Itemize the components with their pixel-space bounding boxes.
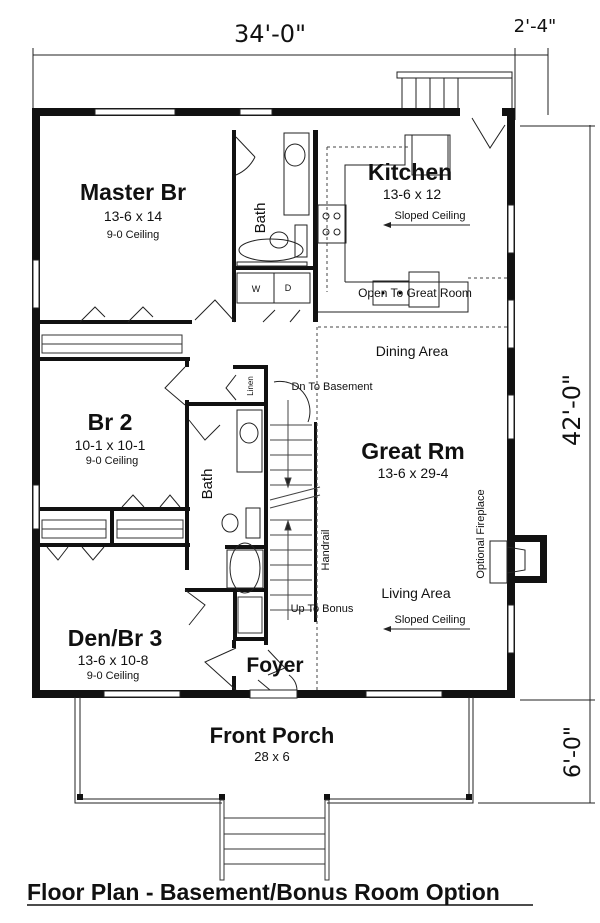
- den-ceiling: 9-0 Ceiling: [87, 670, 140, 682]
- stairs: [269, 400, 321, 620]
- master-br-size: 13-6 x 14: [104, 208, 163, 224]
- den-size: 13-6 x 10-8: [78, 652, 149, 668]
- fireplace-label: Optional Fireplace: [475, 489, 487, 578]
- depth-dimension: 42'-0": [558, 374, 586, 446]
- den-name: Den/Br 3: [68, 625, 163, 651]
- front-steps: [219, 799, 330, 881]
- width-dimension: 34'-0": [234, 20, 306, 48]
- great-rm-name: Great Rm: [361, 438, 465, 464]
- br2-size: 10-1 x 10-1: [75, 437, 146, 453]
- doors: [46, 117, 506, 691]
- closets: [41, 334, 263, 634]
- dining-area-label: Dining Area: [376, 343, 449, 359]
- stairs-up-label: Up To Bonus: [291, 603, 354, 615]
- linen-label: Linen: [246, 376, 255, 396]
- kitchen-name: Kitchen: [368, 159, 452, 185]
- br2-ceiling: 9-0 Ceiling: [86, 455, 139, 467]
- hall-bath-label: Bath: [199, 469, 216, 500]
- interior-walls: [40, 130, 318, 692]
- porch-size: 28 x 6: [254, 749, 289, 764]
- kitchen-note: Sloped Ceiling: [395, 210, 466, 222]
- living-area-label: Living Area: [381, 585, 450, 601]
- master-br-name: Master Br: [80, 179, 186, 205]
- dryer-label: D: [285, 283, 292, 293]
- front-porch: [74, 689, 474, 804]
- master-bath-label: Bath: [252, 203, 269, 234]
- exterior-walls: [32, 108, 547, 698]
- dimension-lines: [32, 48, 595, 804]
- great-rm-size: 13-6 x 29-4: [378, 465, 449, 481]
- handrail-label: Handrail: [320, 530, 332, 571]
- br2-name: Br 2: [88, 409, 133, 435]
- porch-depth-dimension: 6'-0": [561, 726, 586, 778]
- living-note: Sloped Ceiling: [395, 614, 466, 626]
- fixtures: W D: [221, 132, 507, 594]
- porch-name: Front Porch: [210, 723, 335, 748]
- plan-title: Floor Plan - Basement/Bonus Room Option: [27, 879, 500, 905]
- deck-offset-dimension: 2'-4": [514, 16, 557, 37]
- foyer-label: Foyer: [246, 654, 303, 677]
- washer-label: W: [252, 284, 261, 294]
- master-br-ceiling: 9-0 Ceiling: [107, 229, 160, 241]
- stairs-down-label: Dn To Basement: [291, 381, 372, 393]
- kitchen-size: 13-6 x 12: [383, 186, 442, 202]
- open-to-great-room: Open To Great Room: [358, 286, 472, 300]
